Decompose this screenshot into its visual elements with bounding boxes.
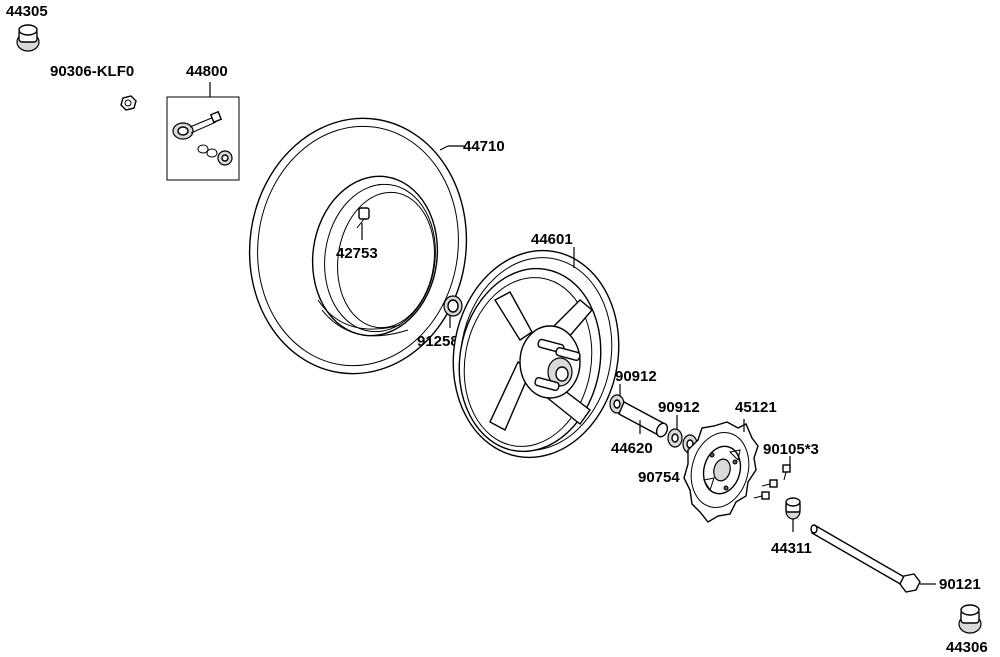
label-42753: 42753 <box>336 245 378 262</box>
label-44311: 44311 <box>771 540 812 557</box>
part-44305-cap[interactable] <box>16 24 40 52</box>
part-44311-collar[interactable] <box>785 497 801 532</box>
part-90912-bearing-b[interactable] <box>667 415 683 448</box>
part-91258-seal[interactable] <box>443 295 463 328</box>
part-44620-collar[interactable] <box>618 401 669 438</box>
part-45121-brake-disc[interactable] <box>683 419 759 523</box>
part-90105-bolts[interactable] <box>753 456 791 500</box>
label-44800: 44800 <box>186 63 228 80</box>
part-44601-wheel[interactable] <box>437 237 635 470</box>
part-44306-cap[interactable] <box>958 604 982 634</box>
part-42753-valve[interactable] <box>356 207 370 240</box>
label-90754: 90754 <box>638 469 680 486</box>
label-90912-b: 90912 <box>658 399 700 416</box>
label-44305: 44305 <box>6 3 48 20</box>
label-44306: 44306 <box>946 639 988 656</box>
label-90912-a: 90912 <box>615 368 657 385</box>
label-90121: 90121 <box>939 576 981 593</box>
label-44620: 44620 <box>611 440 653 457</box>
label-91258: 91258 <box>417 333 459 350</box>
part-44710-tire[interactable] <box>233 104 483 388</box>
label-44601: 44601 <box>531 231 573 248</box>
label-45121: 45121 <box>735 399 777 416</box>
part-90912-bearing-a[interactable] <box>609 384 625 414</box>
label-90105-x3: 90105*3 <box>763 441 819 458</box>
part-90306-nut[interactable] <box>120 95 137 111</box>
label-44710: 44710 <box>463 138 505 155</box>
part-90121-axle[interactable] <box>810 524 936 593</box>
part-44800-valve-kit[interactable] <box>166 82 240 181</box>
label-90306-klf0: 90306-KLF0 <box>50 63 134 80</box>
